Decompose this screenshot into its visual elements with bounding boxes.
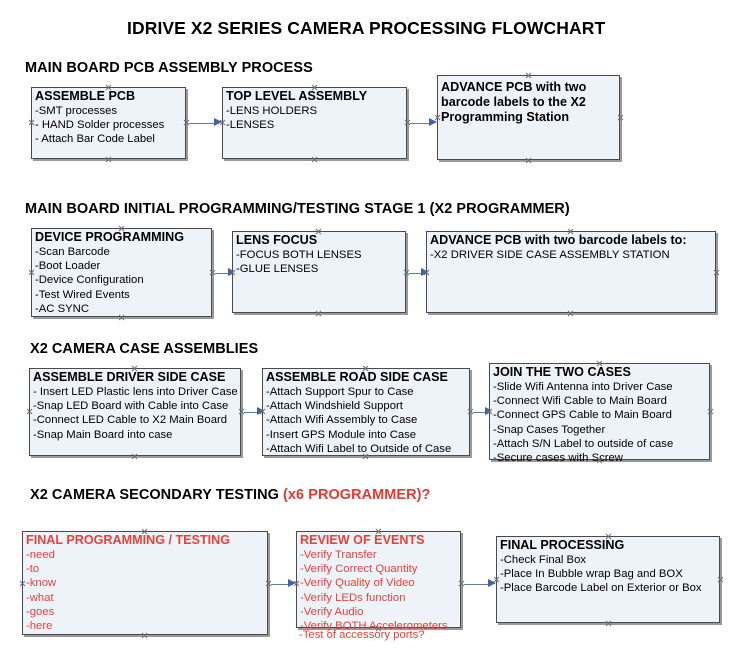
box-line: -LENSES (226, 119, 275, 132)
box-title: ASSEMBLE DRIVER SIDE CASE (33, 370, 226, 384)
box-line: -Connect Wifi Cable to Main Board (493, 395, 667, 408)
connector-top-level-to-advance[interactable] (410, 122, 432, 124)
connector-pcb-to-top-level[interactable] (189, 122, 217, 124)
box-title: TOP LEVEL ASSEMBLY (226, 89, 368, 103)
box-line: - Insert LED Plastic lens into Driver Ca… (33, 386, 238, 398)
arrowhead-icon (214, 118, 222, 126)
box-assemble-road-side-case[interactable]: ASSEMBLE ROAD SIDE CASE -Attach Support … (262, 368, 470, 456)
box-join-the-two-cases[interactable]: JOIN THE TWO CASES -Slide Wifi Antenna i… (489, 363, 710, 464)
box-title: LENS FOCUS (236, 233, 318, 247)
connector-device-prog-to-lens-focus[interactable] (215, 272, 232, 274)
section-heading-1: MAIN BOARD PCB ASSEMBLY PROCESS (25, 60, 313, 76)
box-title: DEVICE PROGRAMMING (35, 230, 185, 244)
box-line: -Scan Barcode (35, 246, 110, 258)
box-title: ASSEMBLE PCB (35, 89, 136, 103)
box-line: -GLUE LENSES (236, 263, 319, 276)
section-heading-3-text: X2 CAMERA CASE ASSEMBLIES (30, 341, 259, 357)
box-line: -Test Wired Events (35, 288, 130, 301)
box-title: ASSEMBLE ROAD SIDE CASE (266, 370, 448, 384)
box-line: -know (26, 577, 57, 590)
box-title: REVIEW OF EVENTS (300, 533, 425, 547)
arrowhead-icon (288, 579, 296, 587)
box-line: -Slide Wifi Antenna into Driver Case (493, 381, 673, 393)
box-line: -Attach Wifi Label to Outside of Case (266, 442, 452, 455)
box-title: ADVANCE PCB with two barcode labels to: (430, 233, 687, 247)
box-line: -need (26, 549, 55, 561)
box-line: -LENS HOLDERS (226, 105, 318, 117)
box-line: -Verify BOTH Accelerometers (300, 620, 448, 633)
box-line: -Snap LED Board with Cable into Case (33, 400, 229, 413)
box-title: FINAL PROGRAMMING / TESTING (26, 533, 231, 547)
box-assemble-pcb[interactable]: ASSEMBLE PCB -SMT processes - HAND Solde… (31, 87, 186, 159)
box-final-programming-testing[interactable]: FINAL PROGRAMMING / TESTING -need -to -k… (22, 531, 268, 635)
box-line: -Verify Transfer (300, 549, 377, 561)
box-line: -to (26, 563, 40, 576)
box-device-programming[interactable]: DEVICE PROGRAMMING -Scan Barcode -Boot L… (31, 228, 212, 317)
box-line: -Place In Bubble wrap Bag and BOX (500, 568, 683, 581)
section-heading-3: X2 CAMERA CASE ASSEMBLIES (30, 341, 258, 357)
box-line: -Check Final Box (500, 554, 587, 566)
box-line: -what (26, 591, 54, 604)
section-heading-1-text: MAIN BOARD PCB ASSEMBLY PROCESS (25, 60, 313, 76)
box-line: -Attach Windshield Support (266, 400, 403, 413)
box-line: -here (26, 620, 53, 633)
box-line: -Connect LED Cable to X2 Main Board (33, 414, 228, 427)
box-line: - Attach Bar Code Label (35, 133, 155, 146)
box-line: -Attach Support Spur to Case (266, 386, 414, 398)
box-top-level-assembly[interactable]: TOP LEVEL ASSEMBLY -LENS HOLDERS -LENSES (222, 87, 407, 159)
connector-driver-case-to-road-case[interactable] (244, 411, 263, 413)
section-heading-2: MAIN BOARD INITIAL PROGRAMMING/TESTING S… (25, 201, 570, 217)
box-title: JOIN THE TWO CASES (493, 365, 631, 379)
box-line: -AC SYNC (35, 302, 89, 315)
box-review-of-events[interactable]: REVIEW OF EVENTS -Verify Transfer -Verif… (296, 531, 461, 632)
box-line: -SMT processes (35, 105, 118, 117)
box-line: -Snap Cases Together (493, 423, 606, 436)
connector-review-to-final-processing[interactable] (464, 583, 492, 585)
box-line: -Attach S/N Label to outside of case (493, 437, 674, 450)
arrowhead-icon (488, 579, 496, 587)
arrowhead-icon (421, 268, 429, 276)
box-line: -Insert GPS Module into Case (266, 428, 417, 441)
connector-road-case-to-join-cases[interactable] (473, 411, 491, 413)
box-title: FINAL PROCESSING (500, 538, 625, 552)
box-lens-focus[interactable]: LENS FOCUS -FOCUS BOTH LENSES -GLUE LENS… (232, 231, 406, 313)
box-line: -FOCUS BOTH LENSES (236, 249, 362, 261)
connector-final-programming-to-review[interactable] (271, 583, 293, 585)
box-line: -Connect GPS Cable to Main Board (493, 409, 672, 422)
box-line: -Boot Loader (35, 260, 101, 273)
box-line: -Snap Main Board into case (33, 428, 173, 441)
box-line: -Attach Wifi Assembly to Case (266, 414, 418, 427)
box-advance-pcb-to-driver-side[interactable]: ADVANCE PCB with two barcode labels to: … (426, 231, 716, 313)
box-line: - HAND Solder processes (35, 119, 165, 132)
box-advance-pcb-to-programming-station[interactable]: ADVANCE PCB with two barcode labels to t… (437, 75, 620, 160)
section-heading-4: X2 CAMERA SECONDARY TESTING (x6 PROGRAMM… (30, 487, 430, 503)
section-heading-2-text: MAIN BOARD INITIAL PROGRAMMING/TESTING S… (25, 201, 570, 217)
box-line: -Device Configuration (35, 274, 144, 287)
box-title: ADVANCE PCB with two barcode labels to t… (441, 80, 587, 124)
connector-lens-focus-to-advance[interactable] (409, 272, 427, 274)
box-line: -Verify Correct Quantity (300, 563, 418, 576)
box-line: -Secure cases with Screw (493, 452, 623, 465)
section-heading-4-accent: (x6 PROGRAMMER)? (283, 487, 431, 503)
box-line: -Verify Audio (300, 605, 364, 618)
box-line: -Verify Quality of Video (300, 577, 415, 590)
box-line: -X2 DRIVER SIDE CASE ASSEMBLY STATION (430, 249, 670, 261)
box-line: -goes (26, 605, 55, 618)
document-title: IDRIVE X2 SERIES CAMERA PROCESSING FLOWC… (127, 18, 606, 38)
box-overflow-line: -Test of accessory ports? (299, 629, 425, 641)
box-assemble-driver-side-case[interactable]: ASSEMBLE DRIVER SIDE CASE - Insert LED P… (29, 368, 241, 456)
box-line: -Verify LEDs function (300, 591, 406, 604)
arrowhead-icon (257, 407, 265, 415)
box-line: -Place Barcode Label on Exterior or Box (500, 582, 702, 595)
section-heading-4-text: X2 CAMERA SECONDARY TESTING (30, 487, 284, 503)
arrowhead-icon (429, 118, 437, 126)
box-final-processing[interactable]: FINAL PROCESSING -Check Final Box -Place… (496, 536, 720, 623)
